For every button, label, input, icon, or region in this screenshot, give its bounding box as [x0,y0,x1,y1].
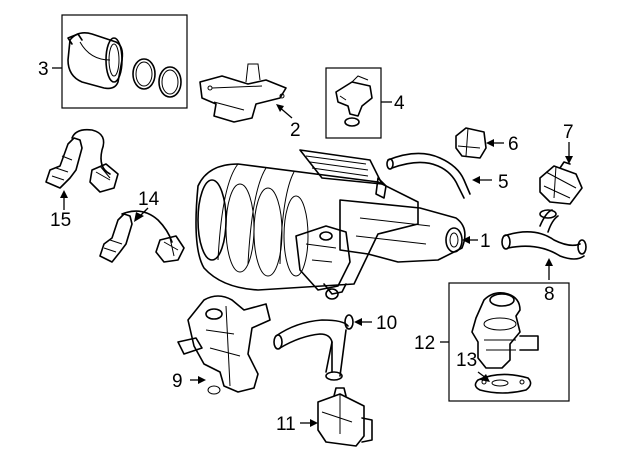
callout-2: 2 [290,120,301,141]
o-ring-large [132,58,156,90]
part-15-sensor: 15 [45,128,119,231]
o-ring-small [158,66,182,98]
part-11-solenoid: 11 [276,387,373,447]
part-3-group: 3 [38,14,188,109]
part-12-group: 12 13 [414,282,570,402]
part-3-box [61,14,188,109]
callout-1: 1 [480,231,491,252]
callout-10: 10 [376,313,397,334]
callout-3: 3 [38,59,49,80]
callout-13: 13 [456,350,477,371]
callout-9: 9 [172,371,183,392]
part-6-sensor: 6 [455,127,519,159]
part-8-hose: 8 [501,209,587,305]
part-4-group: 4 [325,67,405,139]
callout-15: 15 [50,210,71,231]
callout-6: 6 [508,134,519,155]
part-5-hose: 5 [386,152,509,199]
part-14-sensor: 14 [99,189,185,263]
part-1-canister: 1 [195,149,491,300]
part-2-bracket: 2 [199,63,301,141]
callout-11: 11 [276,414,296,435]
callout-14: 14 [138,189,160,210]
part-7-valve: 7 [539,122,583,205]
callout-12: 12 [414,333,435,354]
callout-8: 8 [544,284,555,305]
part-10-hose: 10 [273,313,397,381]
callout-4: 4 [394,93,405,114]
part-13-gasket [474,373,532,394]
callout-7: 7 [563,122,574,143]
part-9-valve: 9 [172,295,271,395]
part-4-box [325,67,382,139]
callout-5: 5 [498,172,509,193]
